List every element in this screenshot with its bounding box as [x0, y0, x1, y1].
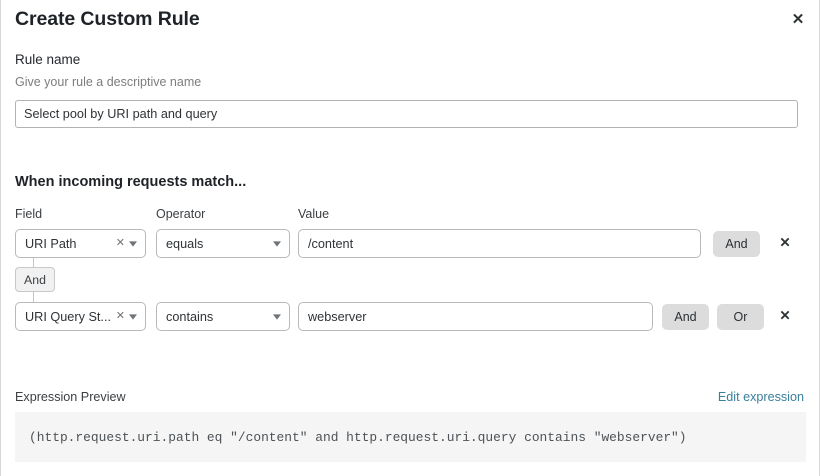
expression-preview-label: Expression Preview: [15, 390, 126, 404]
match-section-heading: When incoming requests match...: [15, 174, 247, 190]
column-header-field: Field: [15, 207, 43, 221]
add-and-condition-button-row-2[interactable]: And: [662, 304, 709, 330]
chevron-down-icon[interactable]: [273, 313, 289, 320]
expression-preview-box: (http.request.uri.path eq "/content" and…: [15, 412, 806, 462]
chevron-down-icon[interactable]: [129, 313, 145, 320]
field-select-value: URI Path: [25, 236, 77, 251]
clear-icon[interactable]: ✕: [115, 310, 125, 322]
rule-name-help-text: Give your rule a descriptive name: [15, 75, 202, 89]
connector-line-bottom: [33, 291, 34, 302]
rule-name-input[interactable]: [15, 100, 798, 128]
page-title: Create Custom Rule: [15, 8, 200, 30]
rule-name-label: Rule name: [15, 52, 81, 67]
operator-select-row-2[interactable]: contains: [156, 302, 290, 331]
clear-icon[interactable]: ✕: [115, 237, 125, 249]
field-select-value: URI Query St...: [25, 309, 112, 324]
close-icon[interactable]: ✕: [785, 6, 811, 32]
operator-select-row-1[interactable]: equals: [156, 229, 290, 258]
value-input-row-1[interactable]: [298, 229, 701, 258]
column-header-value: Value: [298, 207, 330, 221]
connector-line-top: [33, 258, 34, 268]
delete-row-button-row-1[interactable]: ✕: [775, 230, 795, 256]
group-connector-and-badge[interactable]: And: [15, 267, 55, 292]
condition-row: URI Path ✕ equals And ✕: [1, 229, 820, 259]
chevron-down-icon[interactable]: [273, 240, 289, 247]
operator-select-value: equals: [166, 236, 204, 251]
edit-expression-link[interactable]: Edit expression: [717, 390, 804, 404]
value-input-row-2[interactable]: [298, 302, 653, 331]
operator-select-value: contains: [166, 309, 214, 324]
add-or-condition-button-row-2[interactable]: Or: [717, 304, 764, 330]
expression-preview-code: (http.request.uri.path eq "/content" and…: [29, 429, 687, 445]
condition-row: URI Query St... ✕ contains And Or ✕: [1, 302, 820, 332]
field-select-row-1[interactable]: URI Path ✕: [15, 229, 146, 258]
delete-row-button-row-2[interactable]: ✕: [775, 303, 795, 329]
field-select-row-2[interactable]: URI Query St... ✕: [15, 302, 146, 331]
add-and-condition-button-row-1[interactable]: And: [713, 231, 760, 257]
column-header-operator: Operator: [156, 207, 206, 221]
chevron-down-icon[interactable]: [129, 240, 145, 247]
